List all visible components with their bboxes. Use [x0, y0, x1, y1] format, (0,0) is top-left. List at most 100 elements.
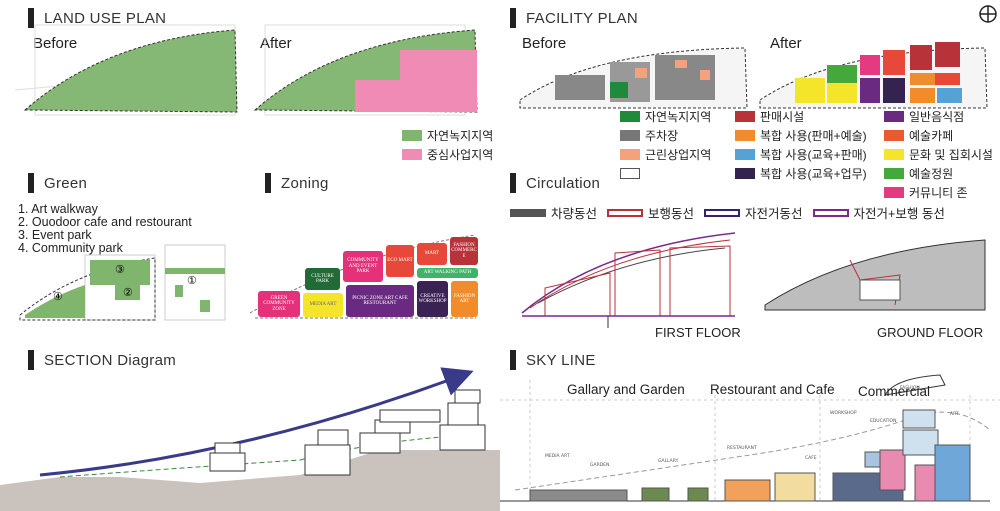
heading-text: LAND USE PLAN: [44, 9, 167, 27]
zone-label: FASHION ART: [453, 293, 476, 305]
section-diagram: [0, 367, 500, 511]
tag-art: ART: [950, 411, 959, 417]
zone-block: MEDIA ART: [303, 293, 343, 317]
zoning-heading: Zoning: [265, 173, 329, 193]
tag-workshop: WORKSHOP: [830, 410, 857, 416]
swatch: [812, 208, 849, 217]
legend-item: 자연녹지지역: [402, 127, 493, 144]
legend-item: 중심사업지역: [402, 146, 493, 163]
legend-label: 보행동선: [648, 207, 695, 221]
swatch: [735, 130, 755, 141]
ground-floor-label: GROUND FLOOR: [877, 325, 984, 340]
zone-gallary-garden: Gallary and Garden: [567, 382, 685, 397]
zone-block: CULTURE PARK: [305, 268, 340, 290]
legend-label: 자전거+보행 동선: [853, 207, 945, 221]
zone-label: CULTURE PARK: [311, 273, 334, 285]
zone-block: ECO MART: [386, 245, 414, 277]
section-diagram-heading: SECTION Diagram: [28, 350, 176, 370]
first-floor-label: FIRST FLOOR: [655, 325, 741, 340]
swatch: [620, 130, 640, 141]
swatch: [402, 130, 422, 141]
list-item: 4. Community park: [18, 241, 123, 255]
swatch: [884, 111, 904, 122]
swatch: [402, 149, 422, 160]
facility-legend-col2: 판매시설 복합 사용(판매+예술) 복합 사용(교육+판매) 복합 사용(교육+…: [735, 108, 867, 182]
heading-text: SKY LINE: [526, 351, 596, 369]
circulation-legend: 차량동선 보행동선 자전거동선 자전거+보행 동선: [510, 203, 945, 222]
zone-label: FASHION COMMERCE: [451, 242, 477, 259]
legend-label: 근린상업지역: [645, 148, 712, 162]
zone-block: PICNIC ZONE ART CAFE RESTOURANT: [346, 285, 414, 317]
facility-plan-heading: FACILITY PLAN: [510, 8, 638, 28]
zone-block: MART: [417, 243, 447, 265]
zone-label: PICNIC ZONE ART CAFE RESTOURANT: [352, 295, 408, 307]
green-zone: [23, 29, 238, 113]
before-label: Before: [522, 35, 567, 52]
zone-label: ART WALKING PATH: [423, 270, 472, 276]
legend-label: 일반음식점: [909, 110, 965, 124]
tag-media-art: MEDIA ART: [545, 453, 570, 459]
legend-label: 자연녹지지역: [427, 129, 494, 143]
zone-label: COMMUNITY AND EVENT PARK: [347, 258, 379, 275]
tag-garden: GARDEN: [590, 462, 609, 468]
zone-label: MEDIA ART: [309, 302, 337, 308]
land-use-legend: 자연녹지지역 중심사업지역: [402, 127, 493, 163]
list-item: 2. Ouodoor cafe and restourant: [18, 215, 192, 229]
zone-restourant-cafe: Restourant and Cafe: [710, 382, 835, 397]
legend-label: 차량동선: [551, 207, 598, 221]
legend-label: 자연녹지지역: [645, 110, 712, 124]
swatch: [704, 208, 741, 217]
after-label: After: [770, 35, 802, 52]
zone-label: CREATIVE WORKSHOP: [418, 293, 447, 305]
ground-floor-plan: [764, 239, 986, 311]
legend-label: 커뮤니티 존: [909, 186, 968, 200]
tag-fashion: FASHION: [900, 385, 920, 391]
heading-text: SECTION Diagram: [44, 351, 177, 369]
growth-arrow: [39, 367, 474, 477]
zone-block: GREEN COMMUNITY ZONE: [258, 291, 300, 317]
swatch: [884, 130, 904, 141]
first-floor-plan: [521, 232, 736, 328]
heading-text: FACILITY PLAN: [526, 9, 638, 27]
tag-gallary: GALLARY: [658, 458, 679, 464]
tag-restaurant: RESTAURANT: [727, 445, 757, 451]
zone-label: MART: [424, 251, 440, 257]
list-item: 3. Event park: [18, 228, 92, 242]
zone-commercial: Commercial: [858, 384, 931, 399]
zone-label: GREEN COMMUNITY ZONE: [263, 295, 295, 312]
skyline-heading: SKY LINE: [510, 350, 596, 370]
facility-legend-col3: 일반음식점 예술카페 문화 및 집회시설 예술정원 커뮤니티 존: [884, 108, 993, 201]
swatch: [510, 208, 546, 217]
north-compass-icon: [979, 5, 997, 23]
skyline-diagram: MEDIA ART GARDEN GALLARY RESTAURANT CAFE…: [500, 374, 1000, 502]
land-use-before-map: [15, 24, 238, 116]
legend-label: 주차장: [645, 129, 679, 143]
zone-block: FASHION ART: [451, 281, 478, 317]
swatch: [607, 208, 644, 217]
green-heading: Green: [28, 173, 87, 193]
legend-label: 자전거동선: [745, 207, 803, 221]
facility-legend-col1: 자연녹지지역 주차장 근린상업지역: [620, 108, 711, 182]
green-map: ③ ② ① ④: [19, 244, 226, 321]
facility-before-map: [519, 47, 748, 109]
legend-label: 문화 및 집회시설: [909, 148, 993, 162]
heading-text: Circulation: [526, 174, 601, 192]
swatch: [735, 168, 755, 179]
legend-label: 중심사업지역: [427, 148, 494, 162]
facility-after-map: [759, 42, 988, 109]
land-use-after-map: [253, 24, 478, 116]
circulation-heading: Circulation: [510, 173, 600, 193]
zone-block: COMMUNITY AND EVENT PARK: [343, 251, 383, 282]
swatch: [884, 149, 904, 160]
zoning-map: ECO MART MART FASHION COMMERCE ART WALKING …: [250, 235, 478, 320]
legend-label: 복합 사용(교육+업무): [760, 167, 867, 181]
swatch: [620, 111, 640, 122]
land-use-plan-heading: LAND USE PLAN: [28, 8, 166, 28]
tag-education: EDUCATION: [870, 418, 896, 424]
heading-text: Zoning: [281, 174, 329, 192]
swatch: [620, 149, 640, 160]
swatch: [735, 149, 755, 160]
business-zone: [355, 50, 477, 112]
before-label: Before: [33, 35, 78, 52]
marker-1: ①: [187, 275, 197, 287]
